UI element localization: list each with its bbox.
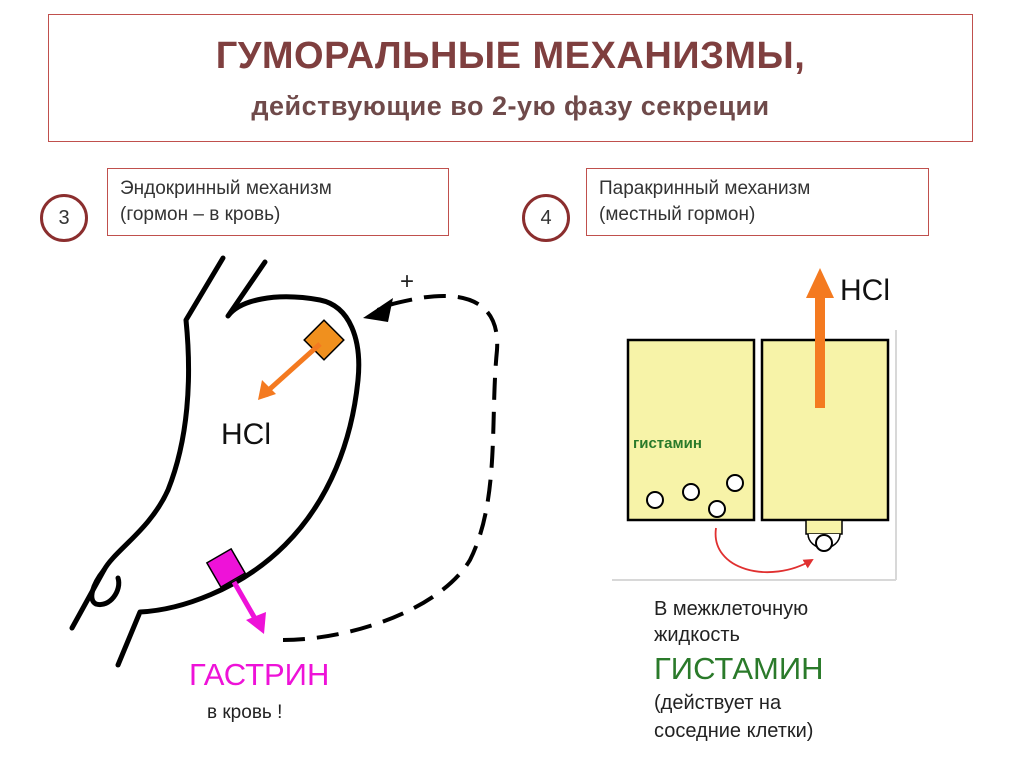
gastrin-arrow	[234, 582, 257, 622]
hcl-arrow-left	[262, 344, 320, 396]
receptor-block	[806, 520, 842, 534]
hcl-arrow-up-head	[806, 268, 834, 298]
caption-line1: В межклеточную	[654, 598, 808, 621]
caption-line2: жидкость	[654, 624, 740, 647]
granule-icon	[709, 501, 725, 517]
plus-sign: +	[400, 268, 414, 296]
feedback-arrowhead	[363, 298, 393, 322]
paracrine-diagram	[612, 268, 896, 580]
histamine-transfer-arrow	[716, 528, 812, 572]
caption-line3: (действует на	[654, 692, 781, 715]
hcl-arrow-up-shaft	[815, 296, 825, 408]
hcl-label-left: HCl	[221, 418, 271, 452]
bound-granule-icon	[816, 535, 832, 551]
granule-icon	[683, 484, 699, 500]
stomach-outline	[72, 258, 359, 665]
hcl-label-right: HCl	[840, 274, 890, 308]
pylorus-loop	[92, 570, 119, 605]
stomach-outer-wall	[72, 258, 223, 628]
granule-icon	[727, 475, 743, 491]
caption-line4: соседние клетки)	[654, 720, 813, 743]
gastrin-note: в кровь !	[207, 702, 282, 724]
caption-histamine: ГИСТАМИН	[654, 651, 824, 687]
granule-icon	[647, 492, 663, 508]
histamine-cell-label: гистамин	[633, 435, 702, 452]
gastrin-label: ГАСТРИН	[189, 657, 329, 693]
